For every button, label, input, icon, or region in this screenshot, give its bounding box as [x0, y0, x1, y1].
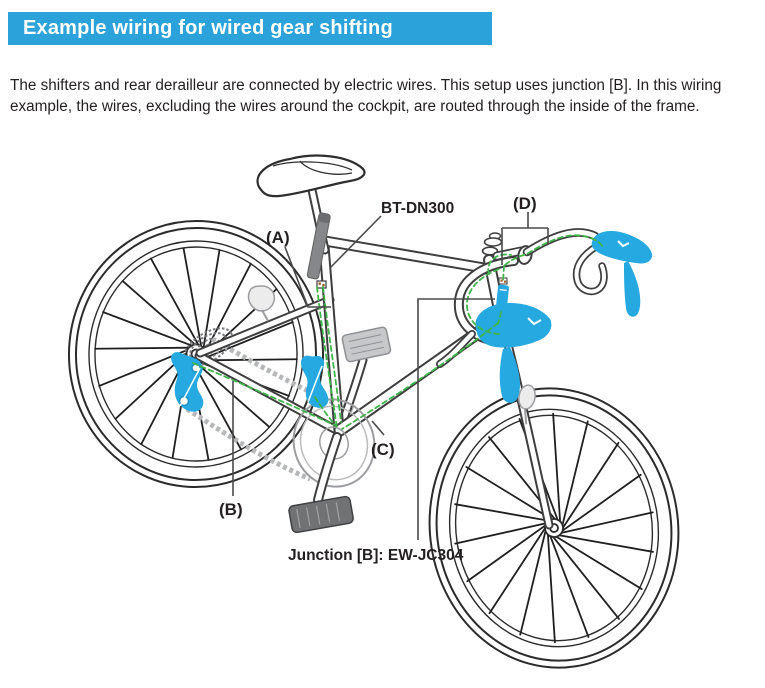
- seatpost-battery: [306, 212, 331, 280]
- left-shifter-highlight: [475, 302, 552, 403]
- bicycle-wiring-diagram: BT-DN300 (A) (D) (B) (C) Junction [B]: E…: [67, 154, 680, 669]
- rear-derailleur-highlight: [171, 352, 204, 412]
- section-title: Example wiring for wired gear shifting: [23, 17, 393, 39]
- frame: [194, 235, 554, 530]
- near-pedal: [288, 495, 354, 534]
- intro-paragraph: The shifters and rear derailleur are con…: [10, 77, 722, 116]
- label-b: (B): [219, 500, 243, 519]
- label-c: (C): [371, 440, 395, 459]
- headset-spacers: [481, 232, 503, 256]
- saddle: [256, 154, 366, 198]
- label-junction-b: Junction [B]: EW-JC304: [288, 547, 464, 564]
- label-battery: BT-DN300: [381, 200, 454, 217]
- callout-leaders: [232, 212, 549, 540]
- battery-connector: [316, 280, 327, 289]
- section-header: Example wiring for wired gear shifting: [8, 12, 492, 45]
- junction-b-highlight: [495, 277, 509, 311]
- label-d: (D): [513, 194, 537, 213]
- electric-wire-routing: [192, 234, 604, 430]
- front-brake: [518, 384, 536, 425]
- far-crank-pedal: [336, 326, 392, 432]
- crankset: [288, 398, 376, 534]
- label-a: (A): [266, 228, 290, 247]
- front-derailleur-highlight: [300, 355, 329, 408]
- front-wheel: [428, 387, 680, 669]
- rear-brake: [247, 285, 276, 322]
- right-shifter-highlight: [591, 231, 653, 317]
